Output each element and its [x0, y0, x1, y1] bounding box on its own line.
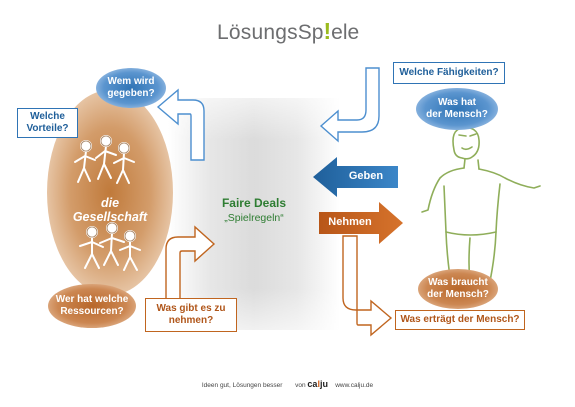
society-figures-top-outline: [80, 135, 130, 154]
center-title: Faire Deals: [221, 196, 287, 210]
society-figures-bottom: [79, 222, 141, 271]
footer-tagline: Ideen gut, Lösungen besser: [201, 382, 283, 389]
footer-url: www.calju.de: [335, 382, 374, 389]
nehmen-label: Nehmen: [328, 216, 372, 228]
footer-brand-ca: ca: [307, 379, 318, 389]
society-line2: Gesellschaft: [72, 210, 148, 224]
ressourcen-line2: Ressourcen?: [60, 306, 124, 317]
society-line1: die: [100, 196, 120, 210]
left-bottom-uturn-arrow: [165, 225, 216, 315]
logo-exclaim: !: [323, 18, 332, 44]
society-figures-bottom-outline: [86, 222, 136, 242]
vorteile-line1: Welche: [30, 111, 65, 122]
society-label: die Gesellschaft: [54, 196, 166, 224]
was-gibt-line1: Was gibt es zu: [156, 303, 226, 314]
geben-arrow: [313, 157, 398, 197]
wem-wird-gegeben-oval: Wem wird gegeben?: [96, 68, 166, 108]
right-top-uturn-arrow: [319, 67, 380, 143]
was-gibt-es-box: Was gibt es zu nehmen?: [145, 298, 237, 332]
was-braucht-oval: Was braucht der Mensch?: [418, 269, 498, 309]
geben-label: Geben: [348, 170, 384, 182]
ressourcen-line1: Wer hat welche: [55, 294, 129, 305]
vorteile-line2: Vorteile?: [26, 123, 69, 134]
welche-faehigkeiten-box: Welche Fähigkeiten?: [393, 62, 505, 84]
logo-prefix: Lösungs: [217, 21, 298, 44]
wem-wird-line1: Wem wird: [107, 76, 155, 87]
wem-wird-line2: gegeben?: [107, 88, 155, 99]
center-subtitle: „Spielregeln“: [224, 212, 284, 224]
human-figure: [421, 126, 541, 295]
footer-von: von: [295, 382, 306, 389]
was-hat-line2: der Mensch?: [426, 109, 488, 120]
logo: LösungsSp!ele: [217, 18, 367, 46]
ressourcen-oval: Wer hat welche Ressourcen?: [48, 284, 136, 328]
was-hat-line1: Was hat: [438, 97, 476, 108]
welche-vorteile-box: Welche Vorteile?: [17, 108, 78, 138]
left-top-uturn-arrow: [156, 88, 205, 161]
nehmen-arrow: [319, 202, 403, 244]
was-braucht-line2: der Mensch?: [427, 289, 489, 300]
was-ertraegt-box: Was erträgt der Mensch?: [395, 310, 525, 330]
was-hat-der-mensch-oval: Was hat der Mensch?: [416, 88, 498, 130]
society-figures-top: [74, 135, 135, 184]
right-bottom-uturn-arrow: [342, 235, 393, 337]
footer-brand-ju: ju: [319, 379, 328, 389]
footer-brand-bar: l: [317, 379, 320, 389]
footer-brand: calju: [307, 379, 328, 389]
logo-sp: Sp: [297, 21, 324, 44]
was-braucht-line1: Was braucht: [428, 277, 488, 288]
logo-ele: ele: [331, 21, 360, 44]
was-gibt-line2: nehmen?: [168, 315, 214, 326]
footer: Ideen gut, Lösungen besser von calju www…: [0, 379, 575, 389]
